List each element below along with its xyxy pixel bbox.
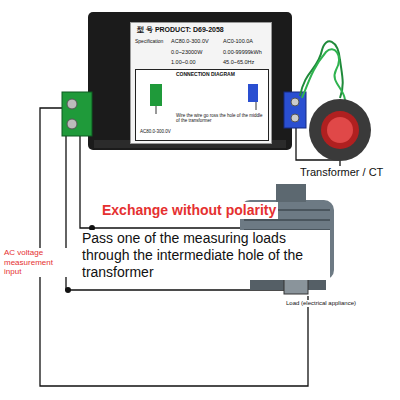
spec-text: CONNECTION DIAGRAM: [176, 72, 235, 78]
spec-text: 45.0~65.0Hz: [223, 59, 254, 65]
spec-text: Specification: [135, 39, 163, 45]
spec-text: 1.00~0.00: [171, 59, 196, 65]
annotation: Transformer / CT: [298, 166, 385, 179]
spec-text: 0.00-99999kWh: [223, 49, 262, 55]
terminal-screw: [67, 99, 77, 109]
terminal-box: [276, 184, 306, 202]
spec-text: AC80.0-300.0V: [140, 130, 171, 135]
ct-lead: [302, 49, 345, 100]
mini-symbol: [248, 84, 258, 102]
meter-label: 型 号 PRODUCT: D69-2058SpecificationAC80.0…: [130, 22, 272, 144]
spec-text: AC0-100.0A: [223, 38, 253, 44]
meter-housing: [88, 12, 292, 150]
terminal-screw: [291, 114, 299, 122]
annotation: Exchange without polarity: [100, 202, 278, 219]
terminal-block: [62, 92, 92, 136]
annotation: Load (electrical appliance): [284, 300, 358, 307]
spec-text: 型 号 PRODUCT: D69-2058: [137, 26, 224, 34]
spec-text: Wire the wire go ross the hole of the mi…: [176, 114, 264, 124]
junction-dot: [65, 287, 71, 293]
terminal-screw: [291, 98, 299, 106]
spec-text: 0.0~23000W: [171, 49, 202, 55]
connection-box: CONNECTION DIAGRAM Wire the wire go ross …: [135, 69, 269, 141]
mini-symbol: [156, 102, 256, 114]
spec-text: AC80.0-300.0V: [171, 38, 209, 44]
mini-symbol: [150, 84, 162, 106]
terminal-screw: [67, 119, 77, 129]
ct-hole: [321, 111, 359, 149]
ct-hole: [327, 117, 353, 143]
ct-ring: [309, 99, 371, 161]
annotation: Pass one of the measuring loads through …: [80, 230, 330, 280]
annotation: AC voltage measurement input: [2, 248, 70, 277]
